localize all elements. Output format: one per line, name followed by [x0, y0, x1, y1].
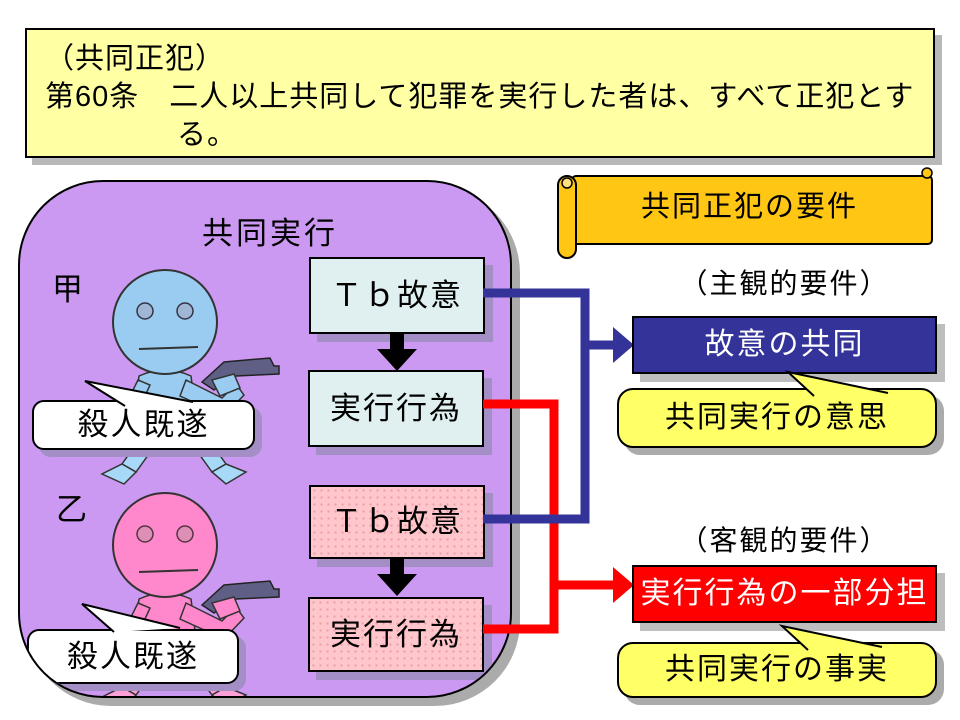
subjective-bubble-tail — [784, 370, 889, 397]
scroll-curl-icon — [921, 167, 933, 179]
kou-bubble-tail — [84, 380, 194, 407]
scroll-banner — [557, 167, 933, 259]
objective-note-bubble: 共同実行の事実 — [617, 642, 937, 698]
banner-title: 共同正犯の要件 — [640, 191, 858, 223]
blue-arrowhead-icon — [613, 327, 634, 363]
actor-otsu-label: 乙 — [56, 492, 87, 527]
kou-act-box: 実行行為 — [308, 370, 484, 447]
down-arrow-icon — [377, 332, 417, 371]
actor-kou-label: 甲 — [52, 272, 83, 307]
statute-line2: 第60条 二人以上共同して犯罪を実行した者は、すべて正犯とす — [45, 81, 915, 113]
otsu-tb-intent-box: Ｔｂ故意 — [309, 485, 485, 559]
otsu-speech-bubble: 殺人既遂 — [27, 629, 239, 684]
subjective-heading: （主観的要件） — [679, 268, 890, 299]
subjective-note-bubble: 共同実行の意思 — [617, 388, 937, 448]
joint-execution-panel: 共同実行 甲 乙 Ｔｂ故意 実行行為 Ｔｂ — [18, 180, 512, 698]
objective-result-box: 実行行為の一部分担 — [632, 565, 937, 623]
objective-bubble-tail — [778, 624, 883, 651]
statute-line1: （共同正犯） — [45, 43, 226, 75]
scroll-curl-icon — [561, 177, 573, 189]
kou-speech-bubble: 殺人既遂 — [32, 400, 255, 450]
subjective-result-box: 故意の共同 — [632, 316, 937, 374]
statute-box: （共同正犯） 第60条 二人以上共同して犯罪を実行した者は、すべて正犯とす る。 — [25, 28, 935, 158]
panel-title: 共同実行 — [202, 216, 338, 251]
red-arrowhead-icon — [613, 567, 634, 603]
objective-heading: （客観的要件） — [679, 525, 890, 556]
statute-line3: る。 — [177, 119, 238, 151]
kou-tb-intent-box: Ｔｂ故意 — [309, 257, 485, 334]
otsu-act-box: 実行行為 — [308, 597, 484, 672]
otsu-bubble-tail — [81, 603, 181, 633]
down-arrow-icon — [377, 557, 417, 596]
